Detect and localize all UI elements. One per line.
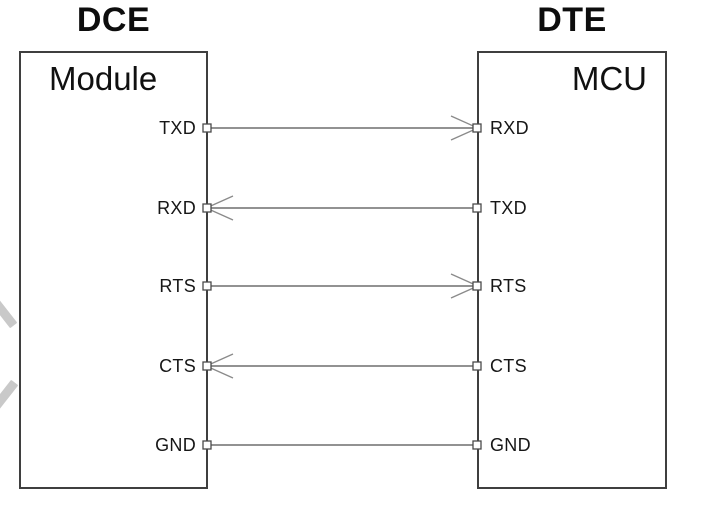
connection-rxd-txd [202,195,482,221]
arrowhead-left-icon [203,364,234,379]
dte-mcu-box [477,51,667,489]
arrowhead-right-icon [450,115,481,130]
pin-label-dte-txd: TXD [490,198,527,218]
arrowhead-left-icon [203,353,234,368]
pin-label-dte-cts: CTS [490,356,527,376]
dte-title: DTE [537,1,607,39]
pin-label-dce-gnd: GND [155,435,196,455]
pin-label-dte-rxd: RXD [490,118,529,138]
arrowhead-right-icon [450,273,481,288]
pin-label-dce-rts: RTS [159,276,196,296]
module-label: Module [49,60,158,97]
arrowhead-right-icon [450,284,481,299]
arrowhead-right-icon [450,126,481,141]
connection-txd-rxd [202,115,482,141]
watermark-stroke-bottom [0,379,19,416]
watermark-stroke-top [0,292,18,329]
dce-title: DCE [76,1,151,39]
connection-cts-cts [202,353,482,379]
arrowhead-left-icon [203,206,234,221]
pin-label-dce-txd: TXD [159,118,196,138]
pin-label-dte-gnd: GND [490,435,531,455]
arrowhead-left-icon [203,195,234,210]
pin-label-dce-rxd: RXD [157,198,196,218]
connection-rts-rts [202,273,482,299]
dce-module-box [19,51,208,489]
pin-label-dce-cts: CTS [159,356,196,376]
pin-label-dte-rts: RTS [490,276,527,296]
connection-gnd-gnd [202,440,482,450]
mcu-label: MCU [571,60,647,97]
